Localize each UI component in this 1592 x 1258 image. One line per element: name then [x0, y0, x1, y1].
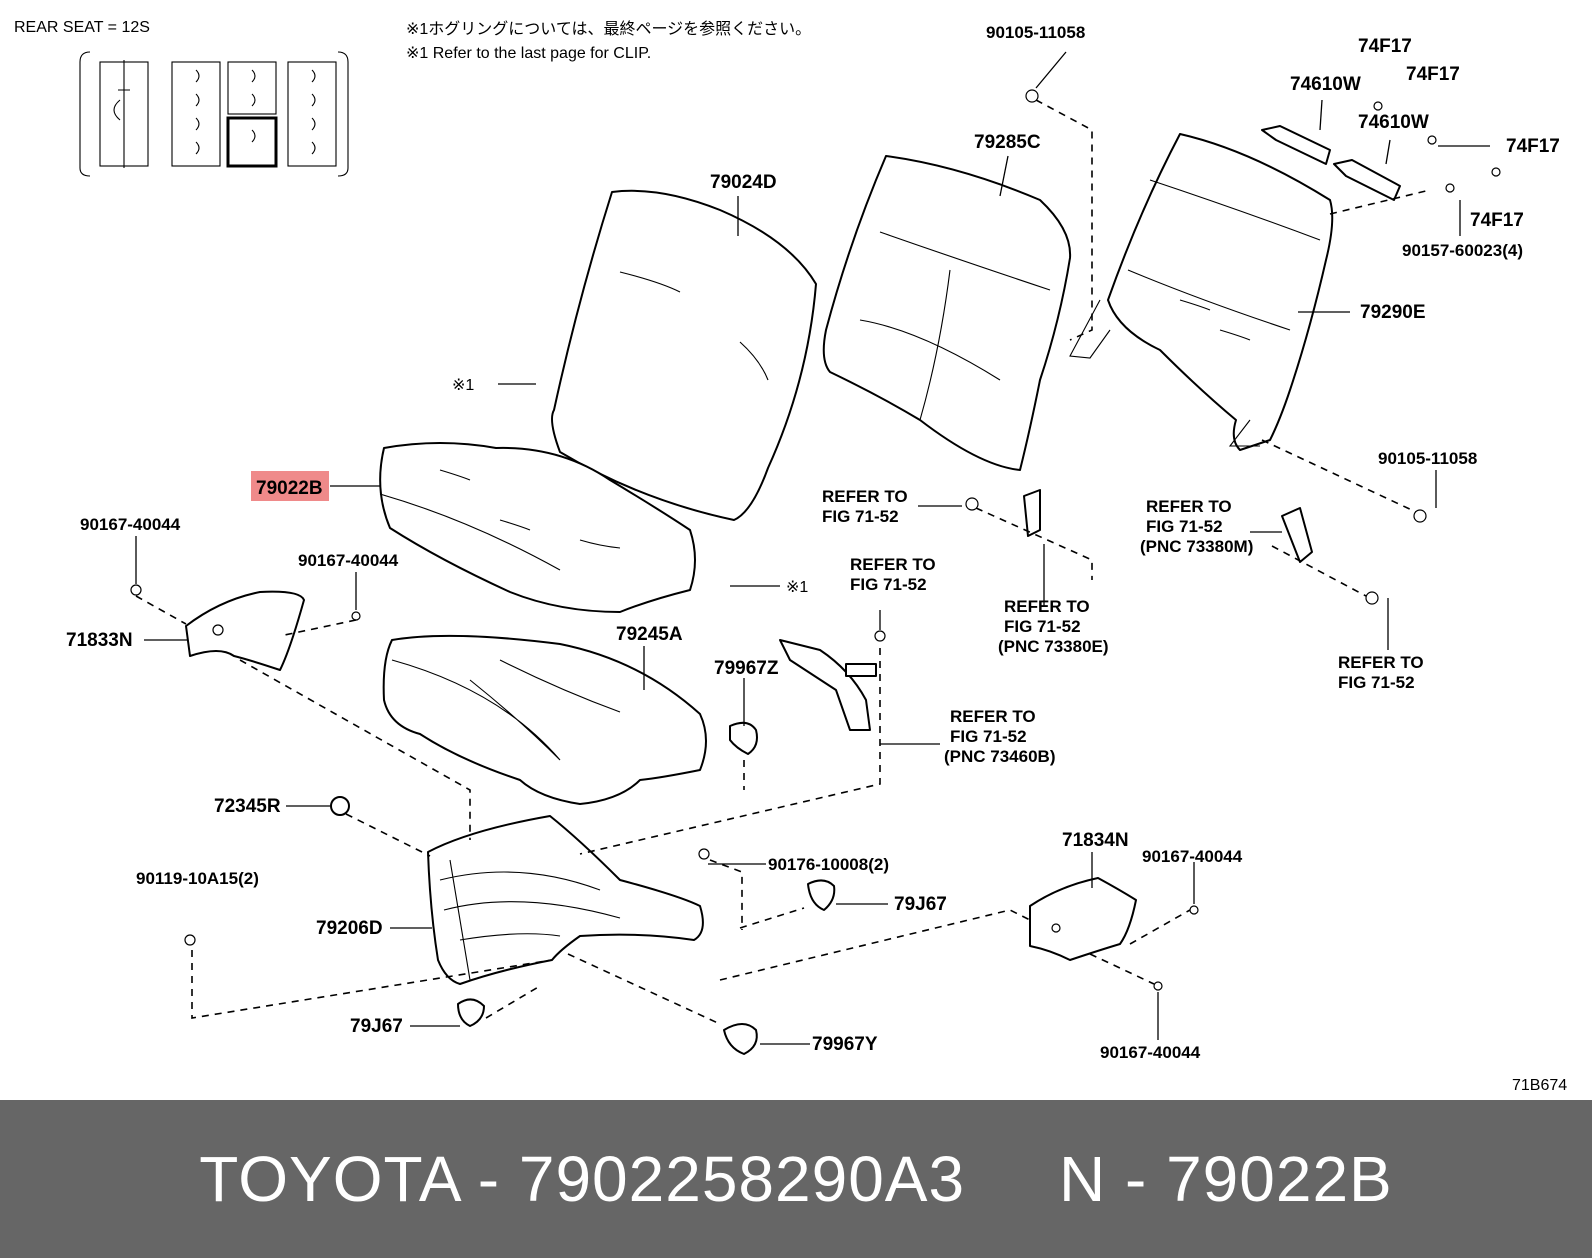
- part-callouts: 90105-11058 79285C 74F17 74610W 74F17 74…: [66, 23, 1567, 1094]
- callout-79024D[interactable]: 79024D: [710, 172, 777, 193]
- callout-90157-60023[interactable]: 90157-60023(4): [1402, 241, 1523, 260]
- svg-text:REFER TO: REFER TO: [1338, 653, 1424, 672]
- footer-banner: TOYOTA - 7902258290A3 N - 79022B: [0, 1100, 1592, 1258]
- svg-text:REFER TO: REFER TO: [1146, 497, 1232, 516]
- svg-text:FIG 71-52: FIG 71-52: [822, 507, 899, 526]
- refer-to-fig-f-73460B[interactable]: REFER TO FIG 71-52 (PNC 73460B): [944, 707, 1056, 766]
- callout-79245A[interactable]: 79245A: [616, 624, 683, 645]
- svg-text:REFER TO: REFER TO: [850, 555, 936, 574]
- callout-71834N[interactable]: 71834N: [1062, 830, 1129, 851]
- refer-to-fig-e[interactable]: REFER TO FIG 71-52: [850, 555, 936, 594]
- svg-text:FIG 71-52: FIG 71-52: [1004, 617, 1081, 636]
- clip-ref-2: ※1: [786, 579, 808, 596]
- callout-74F17-c[interactable]: 74F17: [1506, 136, 1560, 157]
- part-number-title: TOYOTA - 7902258290A3 N - 79022B: [199, 1143, 1393, 1215]
- seat-layout-label: REAR SEAT = 12S: [14, 19, 150, 36]
- clip-note-japanese: ※1ホグリングについては、最終ページを参照ください。: [406, 20, 811, 38]
- callout-79022B[interactable]: 79022B: [256, 478, 323, 499]
- callout-90167-40044-b[interactable]: 90167-40044: [298, 551, 399, 570]
- callout-90119-10A15[interactable]: 90119-10A15(2): [136, 869, 259, 888]
- callout-74F17-b[interactable]: 74F17: [1406, 64, 1460, 85]
- svg-text:FIG 71-52: FIG 71-52: [1146, 517, 1223, 536]
- callout-79J67-a[interactable]: 79J67: [894, 894, 947, 915]
- svg-text:FIG 71-52: FIG 71-52: [850, 575, 927, 594]
- callout-79206D[interactable]: 79206D: [316, 918, 383, 939]
- callout-72345R[interactable]: 72345R: [214, 796, 281, 817]
- callout-90176-10008[interactable]: 90176-10008(2): [768, 855, 889, 874]
- callout-90167-40044-a[interactable]: 90167-40044: [80, 515, 181, 534]
- callout-90105-11058-right[interactable]: 90105-11058: [1378, 449, 1477, 468]
- seat-cushion-frame-79206D[interactable]: [427, 815, 704, 985]
- seat-cushion-hinge-cover-79967Y[interactable]: [723, 1023, 758, 1055]
- refer-to-fig-c-73380M[interactable]: REFER TO FIG 71-52 (PNC 73380M): [1140, 497, 1253, 556]
- callout-74F17-d[interactable]: 74F17: [1470, 210, 1524, 231]
- svg-text:FIG 71-52: FIG 71-52: [1338, 673, 1415, 692]
- callout-79J67-b[interactable]: 79J67: [350, 1016, 403, 1037]
- svg-text:REFER TO: REFER TO: [822, 487, 908, 506]
- headrest-guide-74610W-a[interactable]: [1261, 125, 1331, 165]
- callout-90105-11058-top[interactable]: 90105-11058: [986, 23, 1085, 42]
- callout-79285C[interactable]: 79285C: [974, 132, 1041, 153]
- callout-71833N[interactable]: 71833N: [66, 630, 133, 651]
- clip-note-english: ※1 Refer to the last page for CLIP.: [406, 45, 651, 62]
- seatback-pad-79285C[interactable]: [822, 155, 1072, 471]
- svg-text:REFER TO: REFER TO: [1004, 597, 1090, 616]
- seat-layout-thumbnail: REAR SEAT = 12S: [14, 19, 349, 177]
- svg-text:FIG 71-52: FIG 71-52: [950, 727, 1027, 746]
- seatback-cushion-79024D[interactable]: [551, 189, 817, 521]
- leader-lines: [135, 51, 1490, 1045]
- seat-belt-part-refer-fig-71-52[interactable]: [779, 639, 877, 731]
- callout-74610W-a[interactable]: 74610W: [1290, 74, 1361, 95]
- callout-79967Z[interactable]: 79967Z: [714, 658, 779, 679]
- clip-ref-1: ※1: [452, 377, 474, 394]
- side-cover-71834N[interactable]: [1029, 877, 1137, 961]
- seat-belt-buckle-73380E[interactable]: [1023, 489, 1041, 537]
- selected-part-highlight: [251, 471, 329, 501]
- cap-72345R[interactable]: [330, 796, 350, 816]
- cover-79J67-a[interactable]: [807, 879, 836, 911]
- headrest-guide-74610W-b[interactable]: [1333, 159, 1401, 201]
- assembly-dashed-lines: [135, 99, 1431, 1025]
- svg-text:(PNC 73460B): (PNC 73460B): [944, 747, 1056, 766]
- svg-text:REFER TO: REFER TO: [950, 707, 1036, 726]
- seat-belt-buckle-73380M[interactable]: [1281, 507, 1313, 563]
- cover-79J67-b[interactable]: [457, 998, 485, 1027]
- callout-79290E[interactable]: 79290E: [1360, 302, 1426, 323]
- fastener-marks: [130, 89, 1501, 991]
- refer-to-fig-d[interactable]: REFER TO FIG 71-52: [1338, 653, 1424, 692]
- callout-90167-40044-d[interactable]: 90167-40044: [1100, 1043, 1201, 1062]
- svg-text:(PNC 73380E): (PNC 73380E): [998, 637, 1109, 656]
- svg-text:(PNC 73380M): (PNC 73380M): [1140, 537, 1253, 556]
- exploded-parts-diagram: REAR SEAT = 12S ※1ホグリングについては、最終ページを参照くださ…: [14, 19, 1568, 1094]
- callout-90167-40044-c[interactable]: 90167-40044: [1142, 847, 1243, 866]
- diagram-id: 71B674: [1512, 1077, 1567, 1094]
- callout-79967Y[interactable]: 79967Y: [812, 1034, 878, 1055]
- seat-back-lock-cover-79967Z[interactable]: [729, 721, 758, 755]
- refer-to-fig-a[interactable]: REFER TO FIG 71-52: [822, 487, 908, 526]
- side-cover-71833N[interactable]: [185, 590, 305, 671]
- callout-74610W-b[interactable]: 74610W: [1358, 112, 1429, 133]
- seatback-frame-79290E[interactable]: [1069, 133, 1334, 451]
- refer-to-fig-b-73380E[interactable]: REFER TO FIG 71-52 (PNC 73380E): [998, 597, 1109, 656]
- seat-cushion-pad-79245A[interactable]: [382, 634, 707, 805]
- callout-74F17-a[interactable]: 74F17: [1358, 36, 1412, 57]
- seat-cushion-79022B[interactable]: [379, 442, 696, 613]
- seat-position-highlight: [226, 116, 278, 168]
